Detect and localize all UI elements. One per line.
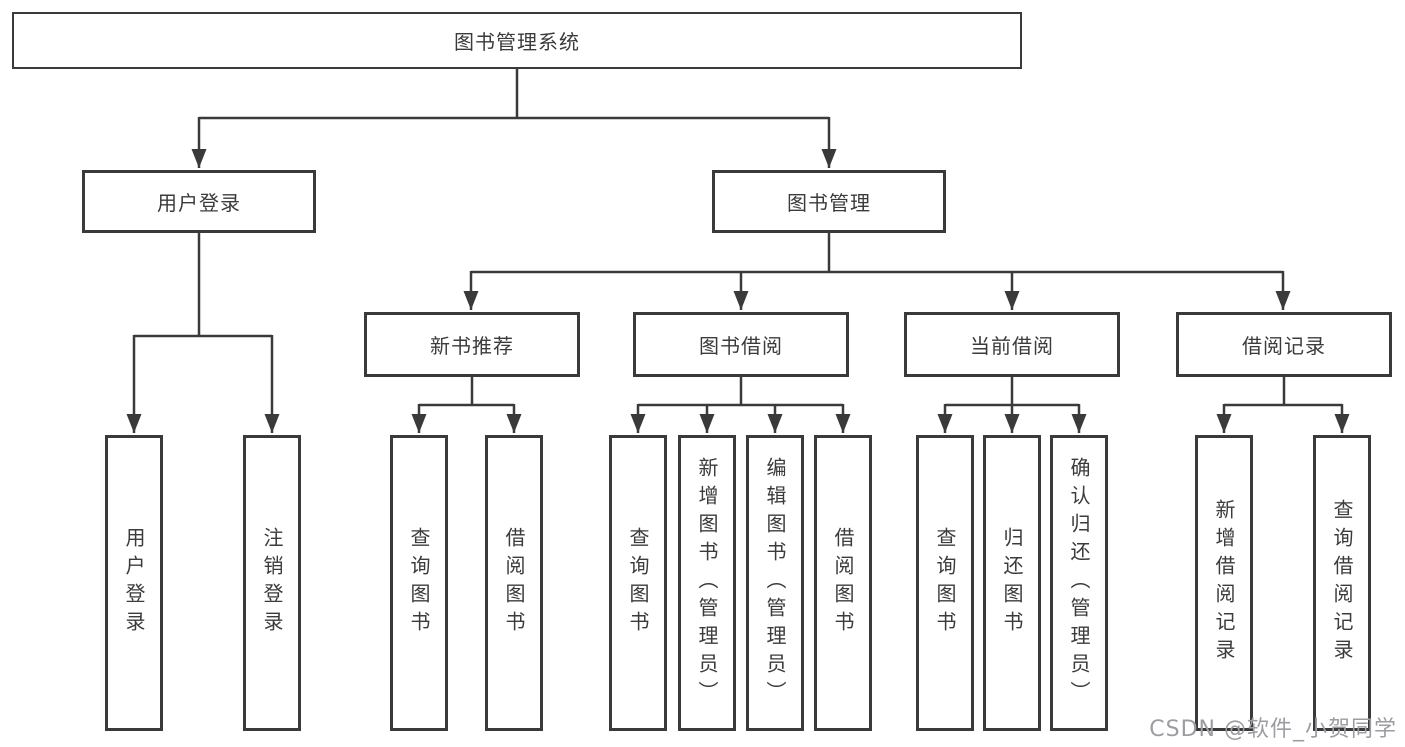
leaf-query-books-current: 查询图书: [916, 435, 974, 731]
leaf-label: 查询图书: [407, 527, 431, 639]
node-new-book-recommend: 新书推荐: [364, 312, 580, 377]
node-book-borrowing: 图书借阅: [633, 312, 849, 377]
node-label: 当前借阅: [970, 334, 1054, 358]
leaf-confirm-return-admin: 确认归还（管理员）: [1050, 435, 1108, 731]
node-label: 借阅记录: [1242, 334, 1326, 358]
leaf-label: 确认归还（管理员）: [1067, 457, 1091, 709]
node-label: 新书推荐: [430, 334, 514, 358]
leaf-label: 查询图书: [933, 527, 957, 639]
node-user-login: 用户登录: [82, 170, 316, 233]
csdn-watermark: CSDN @软件_小贺同学: [1149, 717, 1397, 742]
leaf-label: 查询图书: [626, 527, 650, 639]
leaf-edit-book-admin: 编辑图书（管理员）: [746, 435, 804, 731]
leaf-query-borrow-record: 查询借阅记录: [1313, 435, 1371, 731]
leaf-label: 编辑图书（管理员）: [763, 457, 787, 709]
leaf-add-borrow-record: 新增借阅记录: [1195, 435, 1253, 731]
leaf-label: 借阅图书: [502, 527, 526, 639]
leaf-query-books-recommend: 查询图书: [390, 435, 448, 731]
leaf-borrow-books: 借阅图书: [814, 435, 872, 731]
leaf-borrow-books-recommend: 借阅图书: [485, 435, 543, 731]
leaf-add-book-admin: 新增图书（管理员）: [678, 435, 736, 731]
leaf-return-book: 归还图书: [983, 435, 1041, 731]
node-label: 图书管理系统: [454, 30, 580, 54]
leaf-label: 新增图书（管理员）: [695, 457, 719, 709]
leaf-label: 查询借阅记录: [1330, 499, 1354, 667]
leaf-user-login: 用户登录: [105, 435, 163, 731]
node-borrowing-records: 借阅记录: [1176, 312, 1392, 377]
leaf-label: 借阅图书: [831, 527, 855, 639]
node-book-management: 图书管理: [712, 170, 946, 233]
node-label: 图书借阅: [699, 334, 783, 358]
leaf-query-books-borrowing: 查询图书: [609, 435, 667, 731]
leaf-logout: 注销登录: [243, 435, 301, 731]
leaf-label: 新增借阅记录: [1212, 499, 1236, 667]
leaf-label: 注销登录: [260, 527, 284, 639]
node-label: 图书管理: [787, 191, 871, 215]
node-library-system: 图书管理系统: [12, 12, 1022, 69]
node-label: 用户登录: [157, 191, 241, 215]
leaf-label: 归还图书: [1000, 527, 1024, 639]
node-current-borrowing: 当前借阅: [904, 312, 1120, 377]
leaf-label: 用户登录: [122, 527, 146, 639]
